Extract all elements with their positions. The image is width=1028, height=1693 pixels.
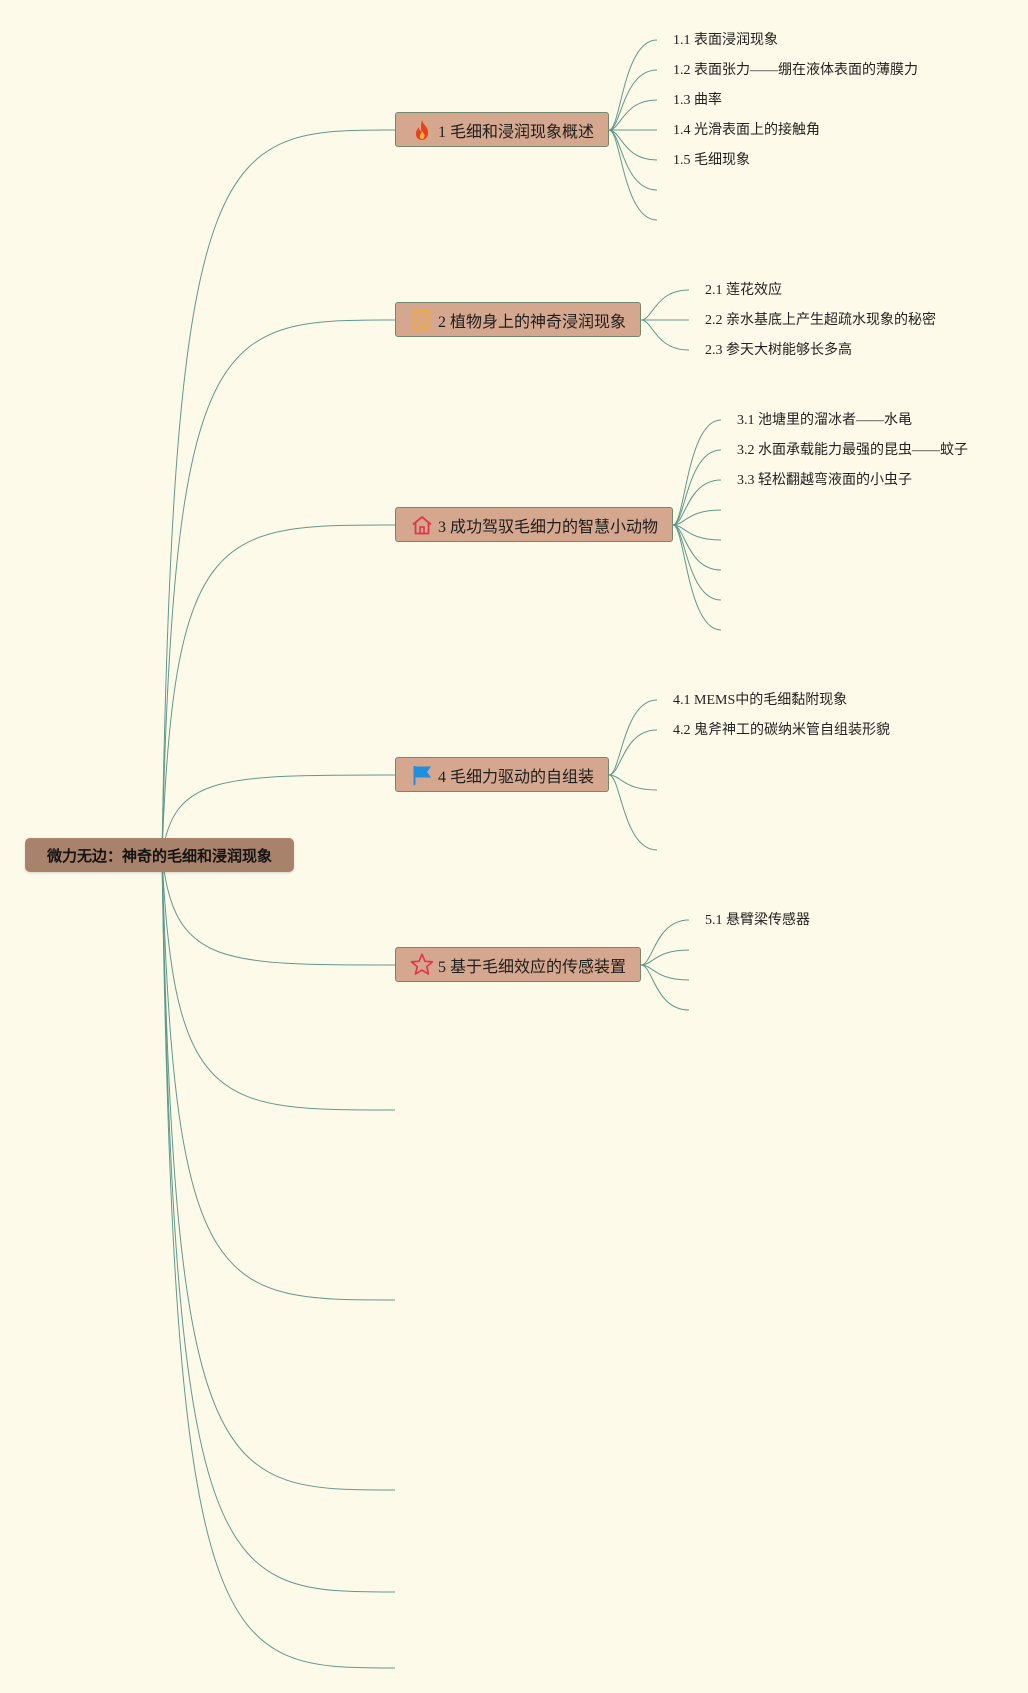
subtopic-connector [672, 419, 722, 526]
subtopic-connector [608, 69, 658, 131]
subtopic-connector [608, 774, 658, 791]
root-connector [161, 854, 396, 1669]
subtopic-connector [608, 774, 658, 851]
subtopic-4-1[interactable]: 4.1 MEMS中的毛细黏附现象 [673, 693, 848, 708]
subtopic-3-1[interactable]: 3.1 池塘里的溜冰者——水黾 [737, 413, 912, 428]
subtopic-connector [608, 129, 658, 221]
root-connector [161, 854, 396, 1111]
subtopic-connector [640, 949, 690, 966]
root-connector [161, 854, 396, 1301]
branch-topic-label: 4 毛细力驱动的自组装 [438, 768, 595, 786]
subtopic-connector [640, 964, 690, 981]
subtopic-2-1[interactable]: 2.1 莲花效应 [705, 283, 782, 298]
branch-topic-4[interactable]: 4 毛细力驱动的自组装 [395, 757, 610, 792]
subtopic-1-3[interactable]: 1.3 曲率 [673, 93, 722, 108]
subtopic-1-2[interactable]: 1.2 表面张力——绷在液体表面的薄膜力 [673, 63, 918, 78]
root-topic[interactable]: 微力无边：神奇的毛细和浸润现象 [25, 838, 294, 872]
root-connector [161, 319, 396, 856]
subtopic-1-4[interactable]: 1.4 光滑表面上的接触角 [673, 123, 820, 138]
root-connector [161, 854, 396, 1491]
branch-topic-1[interactable]: 1 毛细和浸润现象概述 [395, 112, 610, 147]
subtopic-connector [608, 39, 658, 131]
subtopic-2-2[interactable]: 2.2 亲水基底上产生超疏水现象的秘密 [705, 313, 936, 328]
subtopic-connector [672, 509, 722, 526]
root-connector [161, 129, 396, 856]
branch-topic-3[interactable]: 3 成功驾驭毛细力的智慧小动物 [395, 507, 674, 542]
root-connector [161, 524, 396, 856]
subtopic-connector [672, 524, 722, 631]
subtopic-connector [608, 129, 658, 161]
subtopic-4-2[interactable]: 4.2 鬼斧神工的碳纳米管自组装形貌 [673, 723, 890, 738]
star-icon [410, 953, 434, 977]
home-icon [410, 513, 434, 537]
branch-topic-5[interactable]: 5 基于毛细效应的传感装置 [395, 947, 642, 982]
subtopic-connector [640, 289, 690, 321]
branch-topic-label: 1 毛细和浸润现象概述 [438, 123, 595, 141]
subtopic-5-1[interactable]: 5.1 悬臂梁传感器 [705, 913, 810, 928]
subtopic-connector [608, 99, 658, 131]
root-connector [161, 854, 396, 966]
branch-topic-label: 2 植物身上的神奇浸润现象 [438, 313, 627, 331]
subtopic-3-3[interactable]: 3.3 轻松翻越弯液面的小虫子 [737, 473, 912, 488]
branch-topic-2[interactable]: 2 植物身上的神奇浸润现象 [395, 302, 642, 337]
fire-icon [410, 118, 434, 142]
subtopic-3-2[interactable]: 3.2 水面承载能力最强的昆虫——蚊子 [737, 443, 968, 458]
branch-topic-label: 5 基于毛细效应的传感装置 [438, 958, 627, 976]
subtopic-1-5[interactable]: 1.5 毛细现象 [673, 153, 750, 168]
root-connector [161, 774, 396, 856]
subtopic-connector [640, 919, 690, 966]
subtopic-connector [608, 729, 658, 776]
subtopic-connector [672, 449, 722, 526]
subtopic-connector [672, 479, 722, 526]
subtopic-2-3[interactable]: 2.3 参天大树能够长多高 [705, 343, 852, 358]
flag-icon [410, 763, 434, 787]
subtopic-connector [672, 524, 722, 571]
subtopic-connector [640, 964, 690, 1011]
subtopic-1-1[interactable]: 1.1 表面浸润现象 [673, 33, 778, 48]
branch-topic-label: 3 成功驾驭毛细力的智慧小动物 [438, 518, 659, 536]
building-icon [410, 308, 434, 332]
subtopic-connector [640, 319, 690, 351]
root-connector [161, 854, 396, 1593]
subtopic-connector [608, 699, 658, 776]
